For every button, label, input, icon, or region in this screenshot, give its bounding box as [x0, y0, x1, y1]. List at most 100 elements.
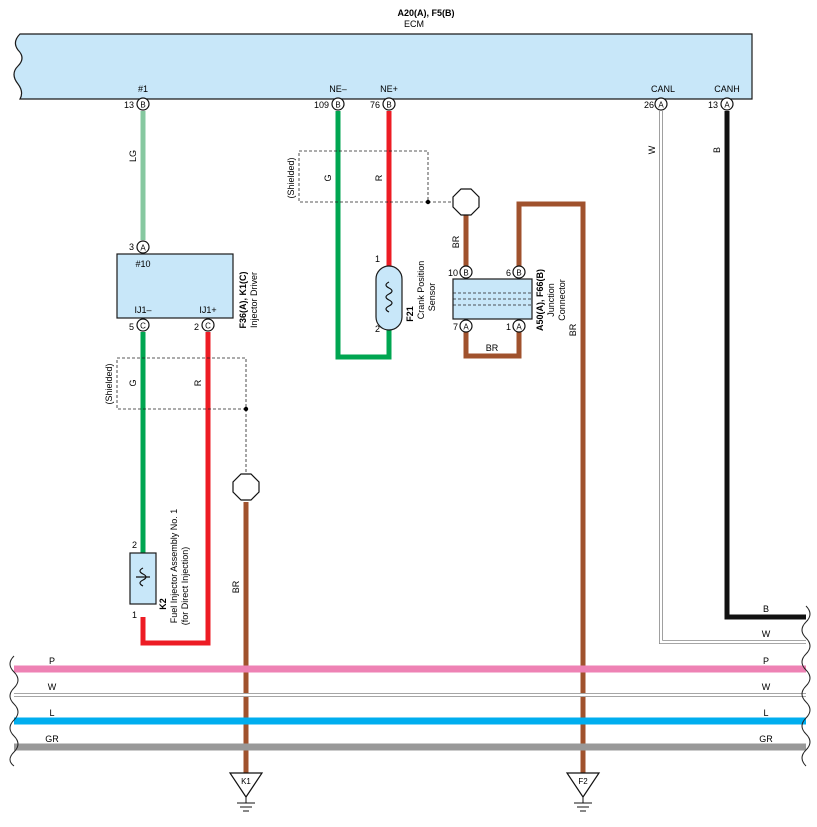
svg-text:A: A: [658, 101, 664, 110]
junction-code: A50(A), F66(B): [535, 269, 545, 331]
svg-text:B: B: [516, 269, 521, 278]
wire-r-injector: [140, 332, 211, 646]
pin-circle: B: [382, 97, 396, 111]
junction-name-2: Connector: [557, 279, 567, 321]
injector-name-1: Fuel Injector Assembly No. 1: [169, 509, 179, 624]
junction-name-1: Junction: [546, 283, 556, 317]
bus-label-p-left: P: [49, 656, 55, 666]
crank-pin-2: 2: [375, 324, 380, 334]
driver-top-pin-num: 3: [129, 242, 134, 252]
ecm-pin-label-1: #1: [138, 84, 148, 94]
svg-text:C: C: [205, 322, 211, 331]
wire-label-br2: BR: [486, 343, 499, 353]
bus-lines: [14, 665, 806, 751]
shield-label-1: (Shielded): [286, 157, 296, 198]
bus-label-gr-left: GR: [45, 734, 59, 744]
ecm-pin-num-2: 109: [314, 100, 329, 110]
bus-label-gr-right: GR: [759, 734, 773, 744]
wire-br-bottom: [463, 330, 522, 359]
injector-code: K2: [158, 598, 168, 610]
injector-driver-box: [116, 253, 234, 319]
shield-node-2: [243, 406, 249, 412]
injector-pin-bot: 1: [132, 610, 137, 620]
ecm-box: [13, 33, 753, 100]
wire-label-r2: R: [193, 379, 203, 386]
crank-name-2: Sensor: [427, 283, 437, 312]
ecm-pin-num-1: 13: [124, 100, 134, 110]
pin-circle: A: [512, 319, 526, 333]
pin-circle: B: [136, 97, 150, 111]
svg-text:A: A: [724, 101, 730, 110]
pin-connectors: B B B A A A C C B B A A: [136, 97, 734, 333]
wire-label-lg: LG: [128, 150, 138, 162]
ground-k1: K1: [228, 772, 264, 812]
ecm-name: ECM: [404, 19, 424, 29]
wire-label-b-canh: B: [712, 147, 722, 153]
junction-pin-num-3: 7: [453, 322, 458, 332]
pin-circle: C: [201, 318, 215, 332]
ground-f2: F2: [565, 772, 601, 812]
bus-label-l-right: L: [763, 708, 768, 718]
crank-sensor-coil-icon: [385, 281, 393, 313]
wire-label-w-canl: W: [647, 145, 657, 154]
pin-circle: B: [459, 265, 473, 279]
wire-label-br4: BR: [231, 580, 241, 593]
driver-pin-num-2: 2: [194, 322, 199, 332]
injector-coil-icon: [136, 567, 150, 587]
ecm-pin-label-4: CANL: [651, 84, 675, 94]
driver-pin-num-1: 5: [129, 322, 134, 332]
shield-box-1: [298, 150, 429, 203]
crank-sensor-body: [375, 265, 403, 331]
wire-label-b-right: B: [763, 604, 769, 614]
injector-pin-top: 2: [132, 540, 137, 550]
pin-circle: A: [459, 319, 473, 333]
junction-pin-num-4: 1: [506, 322, 511, 332]
wire-label-br1: BR: [451, 235, 461, 248]
pin-circle: A: [136, 240, 150, 254]
ground-k1-label: K1: [241, 777, 251, 786]
shield-label-2: (Shielded): [104, 363, 114, 404]
driver-pin-label-2: IJ1+: [199, 305, 216, 315]
wire-w-canl: [659, 111, 806, 644]
wire-w-canl-inner: [659, 111, 806, 644]
ecm-pin-label-5: CANH: [714, 84, 740, 94]
wire-label-br3: BR: [568, 323, 578, 336]
pin-circle: A: [720, 97, 734, 111]
svg-text:A: A: [140, 244, 146, 253]
ecm-connector-code: A20(A), F5(B): [397, 8, 454, 18]
ground-f2-triangle: [565, 772, 601, 799]
wire-br-f2: [516, 201, 586, 773]
injector-name-2: (for Direct Injection): [180, 547, 190, 626]
pin-circle: B: [331, 97, 345, 111]
svg-text:B: B: [140, 101, 145, 110]
pin-circle: C: [136, 318, 150, 332]
crank-name-1: Crank Position: [416, 261, 426, 320]
svg-text:A: A: [516, 323, 522, 332]
bus-label-l-left: L: [49, 708, 54, 718]
bus-label-p-right: P: [763, 656, 769, 666]
bus-label-w-left: W: [48, 682, 57, 692]
bus-edge-left: [9, 655, 19, 767]
crank-pin-1: 1: [375, 254, 380, 264]
wire-label-g1: G: [323, 174, 333, 181]
wire-label-w-right: W: [762, 629, 771, 639]
ground-f2-label: F2: [578, 777, 588, 786]
injector-body: [129, 552, 157, 605]
bus-label-w-right: W: [762, 682, 771, 692]
svg-text:A: A: [463, 323, 469, 332]
ground-k1-triangle: [228, 772, 264, 799]
junction-pin-num-1: 10: [448, 268, 458, 278]
ecm-pin-num-5: 13: [708, 100, 718, 110]
driver-pin-label-1: IJ1–: [134, 305, 151, 315]
ecm-pin-label-3: NE+: [380, 84, 398, 94]
pin-circle: A: [654, 97, 668, 111]
driver-top-pin-label: #10: [135, 259, 150, 269]
ecm-pin-num-4: 26: [644, 100, 654, 110]
ecm-pin-num-3: 76: [370, 100, 380, 110]
wire-label-g2: G: [128, 379, 138, 386]
driver-name: Injector Driver: [249, 272, 259, 328]
shield-ground-octagon-2: [232, 473, 260, 501]
svg-text:C: C: [140, 322, 146, 331]
driver-code: F36(A), K1(C): [238, 271, 248, 328]
